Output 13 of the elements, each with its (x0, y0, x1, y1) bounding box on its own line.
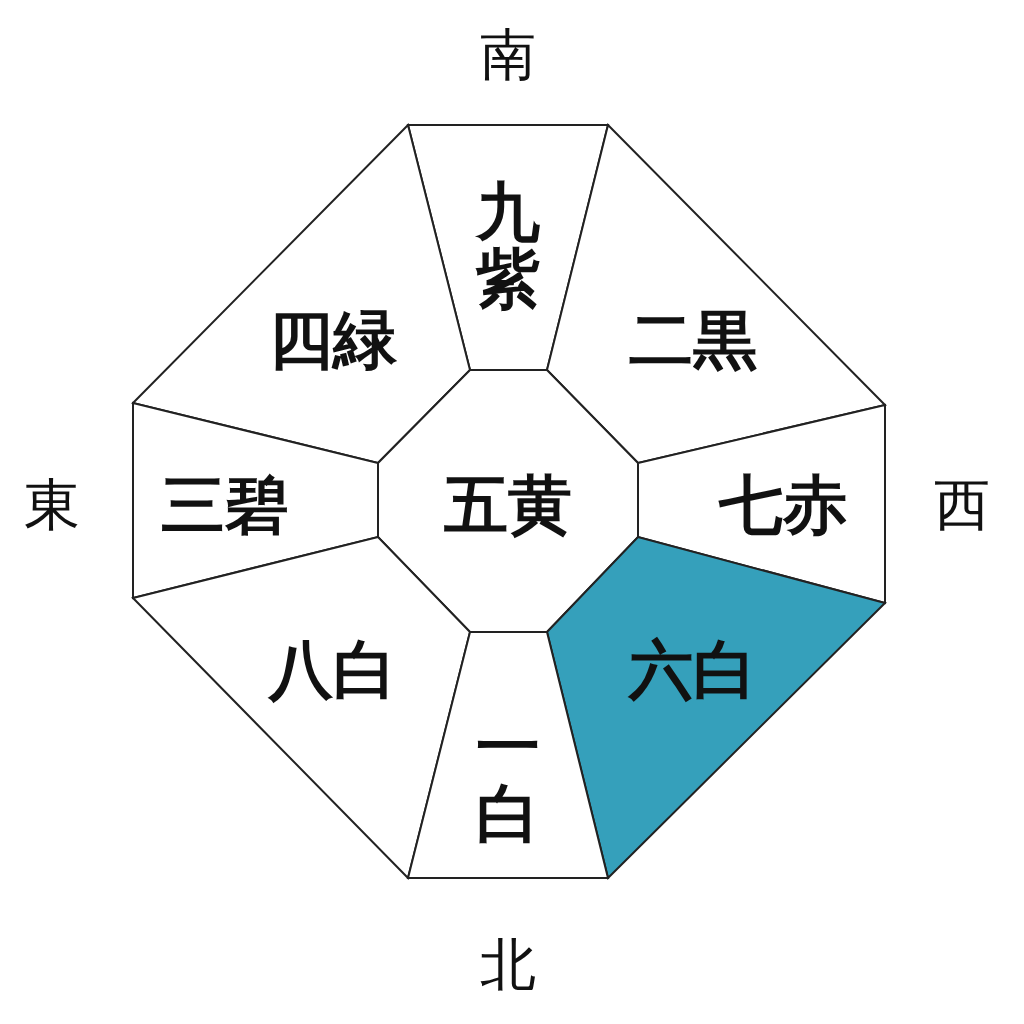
sector-label: 六白 (629, 638, 757, 702)
direction-label: 東 (24, 477, 80, 533)
sector-label: 九紫 (476, 177, 540, 313)
sector-label: 三碧 (161, 473, 289, 537)
sector-label: 四緑 (269, 308, 397, 372)
sector-label: 五黄 (444, 473, 572, 537)
sector-label: 二黒 (629, 308, 757, 372)
sector-label: 八白 (269, 638, 397, 702)
direction-label: 西 (934, 477, 990, 533)
sector-label: 一白 (476, 712, 540, 848)
direction-label: 南 (480, 27, 536, 83)
direction-label: 北 (480, 937, 536, 993)
sector-label: 七赤 (719, 473, 847, 537)
